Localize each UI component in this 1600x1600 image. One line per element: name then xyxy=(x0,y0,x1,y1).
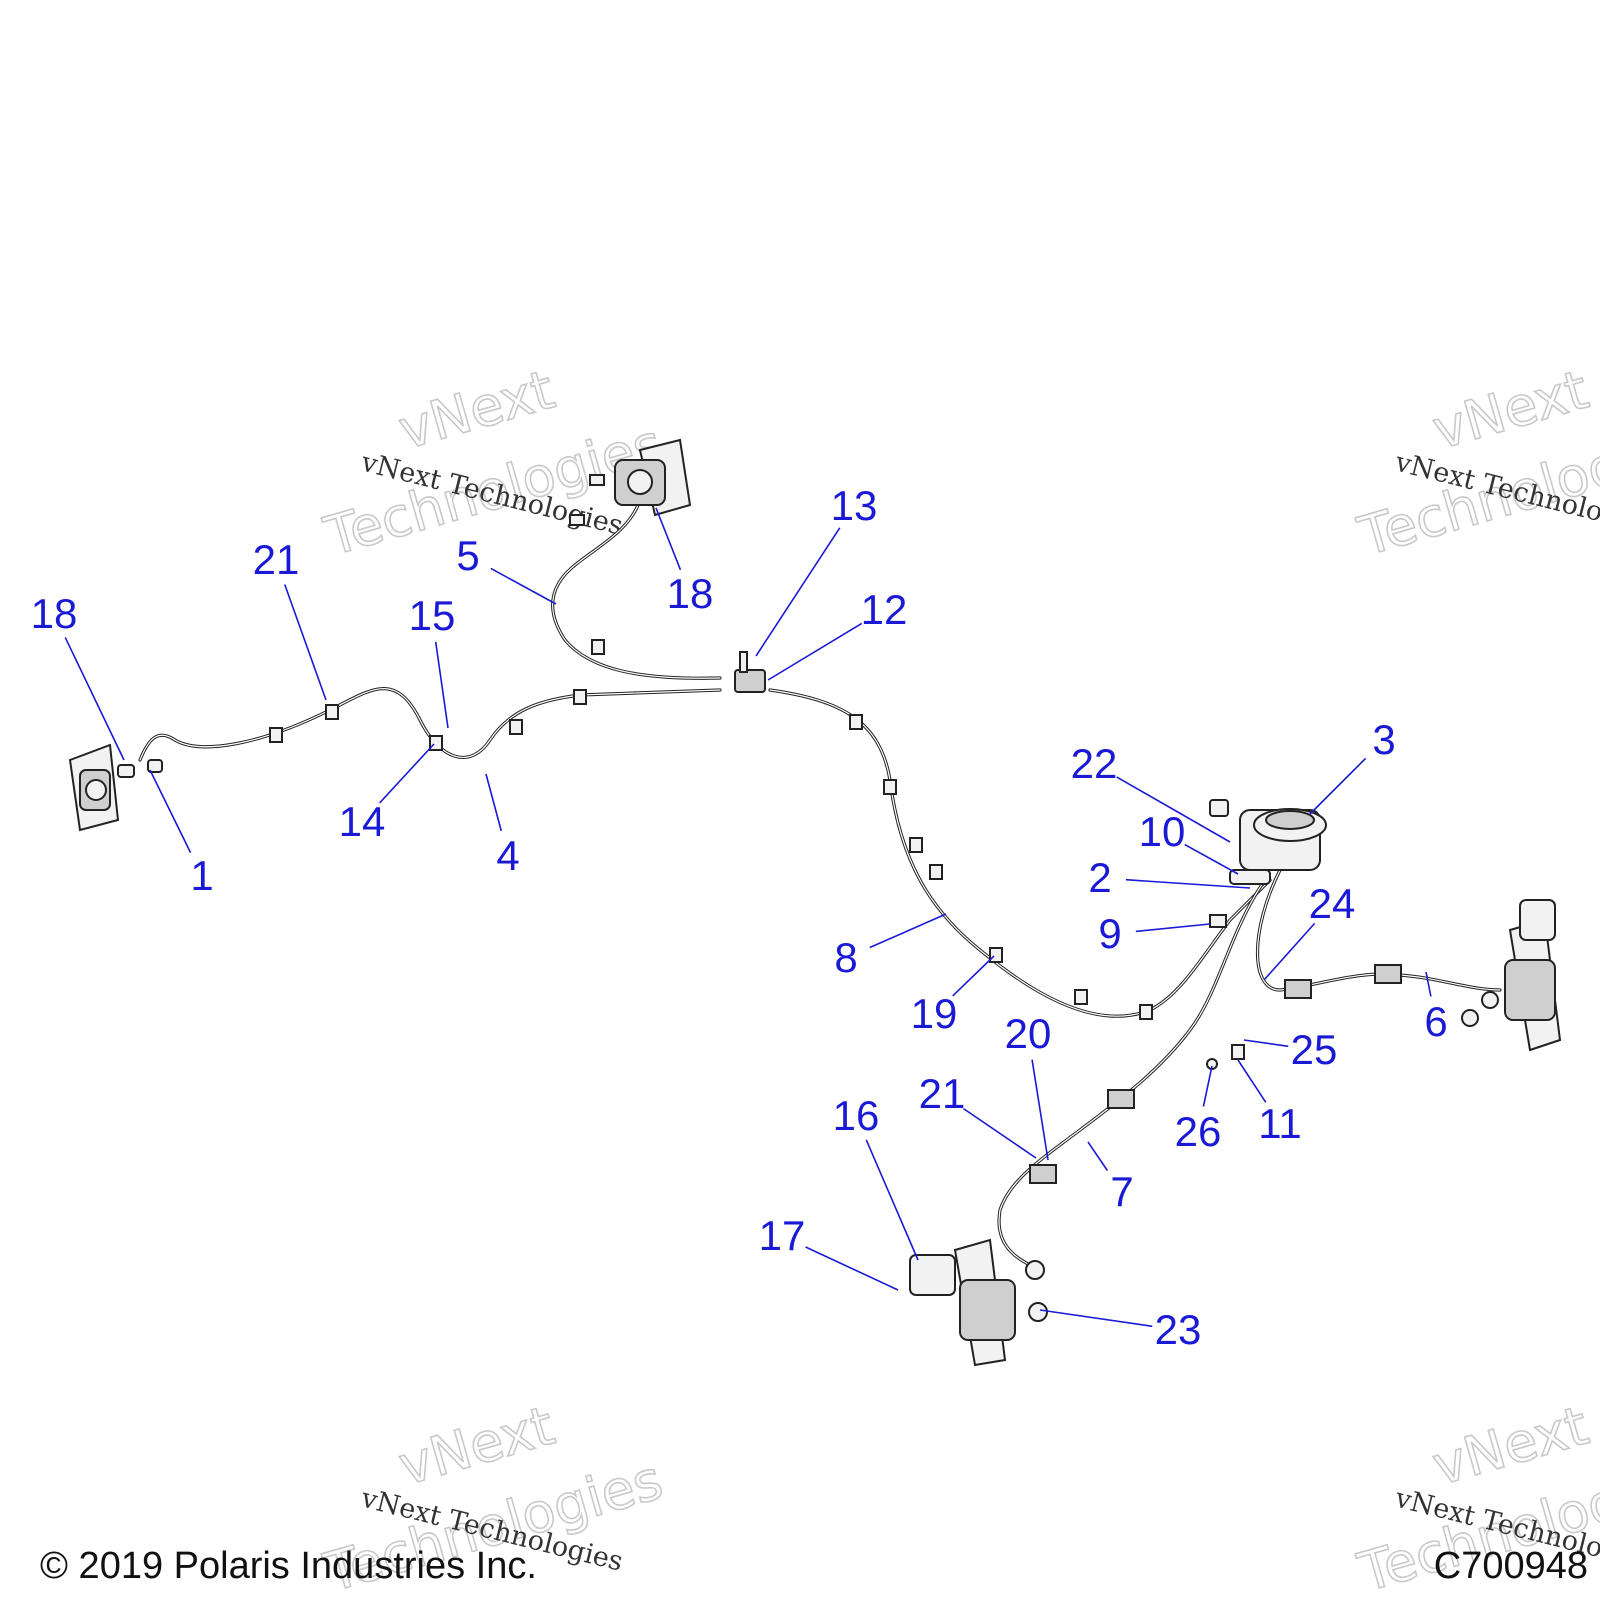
copyright-text: © 2019 Polaris Industries Inc. xyxy=(40,1545,537,1587)
callout-number: 25 xyxy=(1291,1026,1338,1073)
callout-number: 21 xyxy=(919,1070,966,1117)
callout-number: 10 xyxy=(1139,808,1186,855)
brake-line-assembly xyxy=(68,438,1562,1367)
top-caliper xyxy=(569,438,692,526)
callout-leader xyxy=(1135,923,1211,933)
diagram-code: C700948 xyxy=(1434,1545,1588,1587)
master-cylinder xyxy=(1209,799,1327,885)
callout-number: 18 xyxy=(667,570,714,617)
callout-leader xyxy=(485,773,503,832)
callout-leader xyxy=(805,1246,899,1291)
lower-caliper xyxy=(909,1238,1048,1367)
callout-number: 2 xyxy=(1088,854,1111,901)
right-caliper xyxy=(1461,899,1562,1052)
callout-number: 15 xyxy=(409,592,456,639)
callout-leader xyxy=(1087,1141,1109,1171)
callout-number: 11 xyxy=(1258,1100,1302,1147)
callout-leader xyxy=(767,622,863,681)
callout-number: 26 xyxy=(1175,1108,1222,1155)
callout-leader xyxy=(755,527,841,657)
callout-number: 1 xyxy=(190,852,213,899)
callout-leader xyxy=(869,913,947,949)
callout-leader xyxy=(952,955,995,997)
callout-number: 12 xyxy=(861,586,908,633)
callout-leader xyxy=(1309,757,1367,815)
callout-leader xyxy=(64,637,125,761)
callout-number: 14 xyxy=(339,798,386,845)
callout-leader xyxy=(490,567,557,605)
callout-number: 23 xyxy=(1155,1306,1202,1353)
callout-number: 20 xyxy=(1005,1010,1052,1057)
callout-leader xyxy=(1243,1039,1289,1048)
callout-number: 4 xyxy=(496,832,519,879)
callout-leader xyxy=(1425,971,1432,997)
callout-number: 3 xyxy=(1372,716,1395,763)
callout-leader xyxy=(1237,1059,1267,1103)
left-caliper xyxy=(68,743,163,832)
callout-leader xyxy=(865,1139,919,1261)
callout-number: 19 xyxy=(911,990,958,1037)
callout-number: 24 xyxy=(1309,880,1356,927)
callout-leader xyxy=(379,743,435,804)
callout-leader xyxy=(1263,922,1316,981)
callout-leader xyxy=(1125,878,1251,889)
callout-number: 16 xyxy=(833,1092,880,1139)
callout-leader xyxy=(283,584,327,701)
callout-number: 7 xyxy=(1110,1168,1133,1215)
callout-leader xyxy=(1039,1309,1153,1328)
callout-leader xyxy=(1202,1065,1213,1107)
callout-leader xyxy=(1184,843,1239,875)
callout-number: 6 xyxy=(1424,998,1447,1045)
callout-number: 13 xyxy=(831,482,878,529)
callout-number: 21 xyxy=(253,536,300,583)
callout-layer: 1 18 21 15 14 4 5 18 13 12 22 3 10 2 9 24 8 19 6 25 20 21 26 11… xyxy=(31,482,1448,1353)
callout-leader xyxy=(655,507,682,571)
callout-number: 9 xyxy=(1098,910,1121,957)
callout-leader xyxy=(1116,776,1231,843)
callout-number: 8 xyxy=(834,934,857,981)
callout-leader xyxy=(149,769,192,854)
callout-leader xyxy=(963,1107,1037,1159)
callout-leader xyxy=(434,641,449,729)
callout-number: 5 xyxy=(456,532,479,579)
callout-number: 22 xyxy=(1071,740,1118,787)
callout-leader xyxy=(1031,1059,1049,1161)
callout-number: 17 xyxy=(759,1212,806,1259)
callout-number: 18 xyxy=(31,590,78,637)
